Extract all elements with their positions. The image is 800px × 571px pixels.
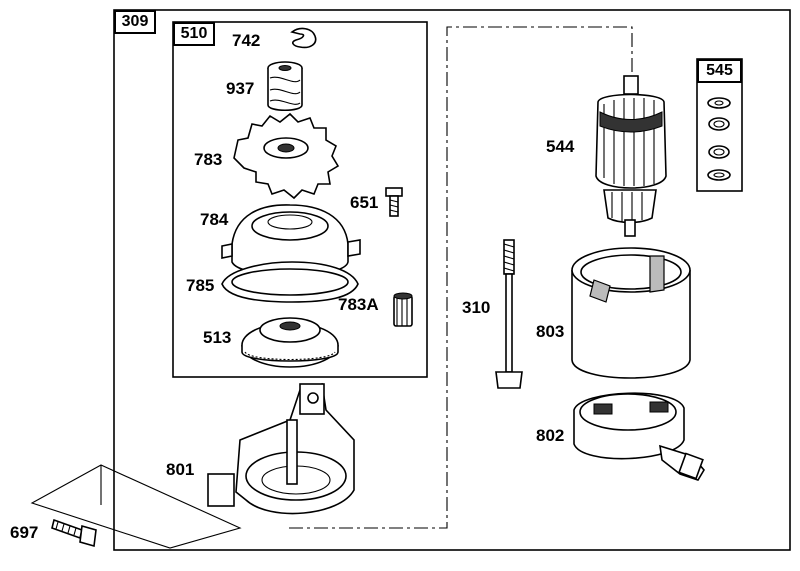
bolt-697	[51, 518, 97, 548]
part-label-783: 783	[194, 150, 223, 169]
assembly-frame-309	[113, 9, 791, 551]
part-label-651: 651	[350, 193, 379, 212]
part-label-784: 784	[200, 210, 229, 229]
armature-544	[595, 75, 667, 237]
pinion-783a	[393, 292, 413, 327]
part-label-513: 513	[203, 328, 232, 347]
part-label-785: 785	[186, 276, 215, 295]
assembly-centerline	[289, 26, 633, 529]
motor-housing-803	[571, 247, 691, 379]
gear-783	[233, 112, 340, 200]
part-label-803: 803	[536, 322, 565, 341]
assembly-tag-510: 510	[173, 22, 215, 46]
part-label-697: 697	[10, 523, 39, 542]
clutch-513	[241, 317, 339, 368]
part-label-544: 544	[546, 137, 575, 156]
part-label-742: 742	[232, 31, 261, 50]
assembly-tag-309: 309	[114, 10, 156, 34]
washers-545	[707, 97, 731, 181]
screw-651	[385, 187, 403, 217]
part-label-937: 937	[226, 79, 255, 98]
part-label-310: 310	[462, 298, 491, 317]
part-label-801: 801	[166, 460, 195, 479]
through-bolt-310	[495, 239, 523, 389]
retaining-ring-742	[290, 27, 317, 49]
part-label-802: 802	[536, 426, 565, 445]
kit-frame-510	[172, 21, 428, 378]
spring-937	[267, 61, 303, 112]
part-label-783a: 783A	[338, 295, 379, 314]
end-cap-801	[207, 382, 355, 515]
housing-784	[221, 204, 361, 277]
bolt-697-leader	[30, 464, 242, 549]
assembly-tag-545: 545	[697, 59, 742, 83]
brush-plate-802	[573, 392, 705, 481]
gasket-785	[221, 261, 359, 303]
